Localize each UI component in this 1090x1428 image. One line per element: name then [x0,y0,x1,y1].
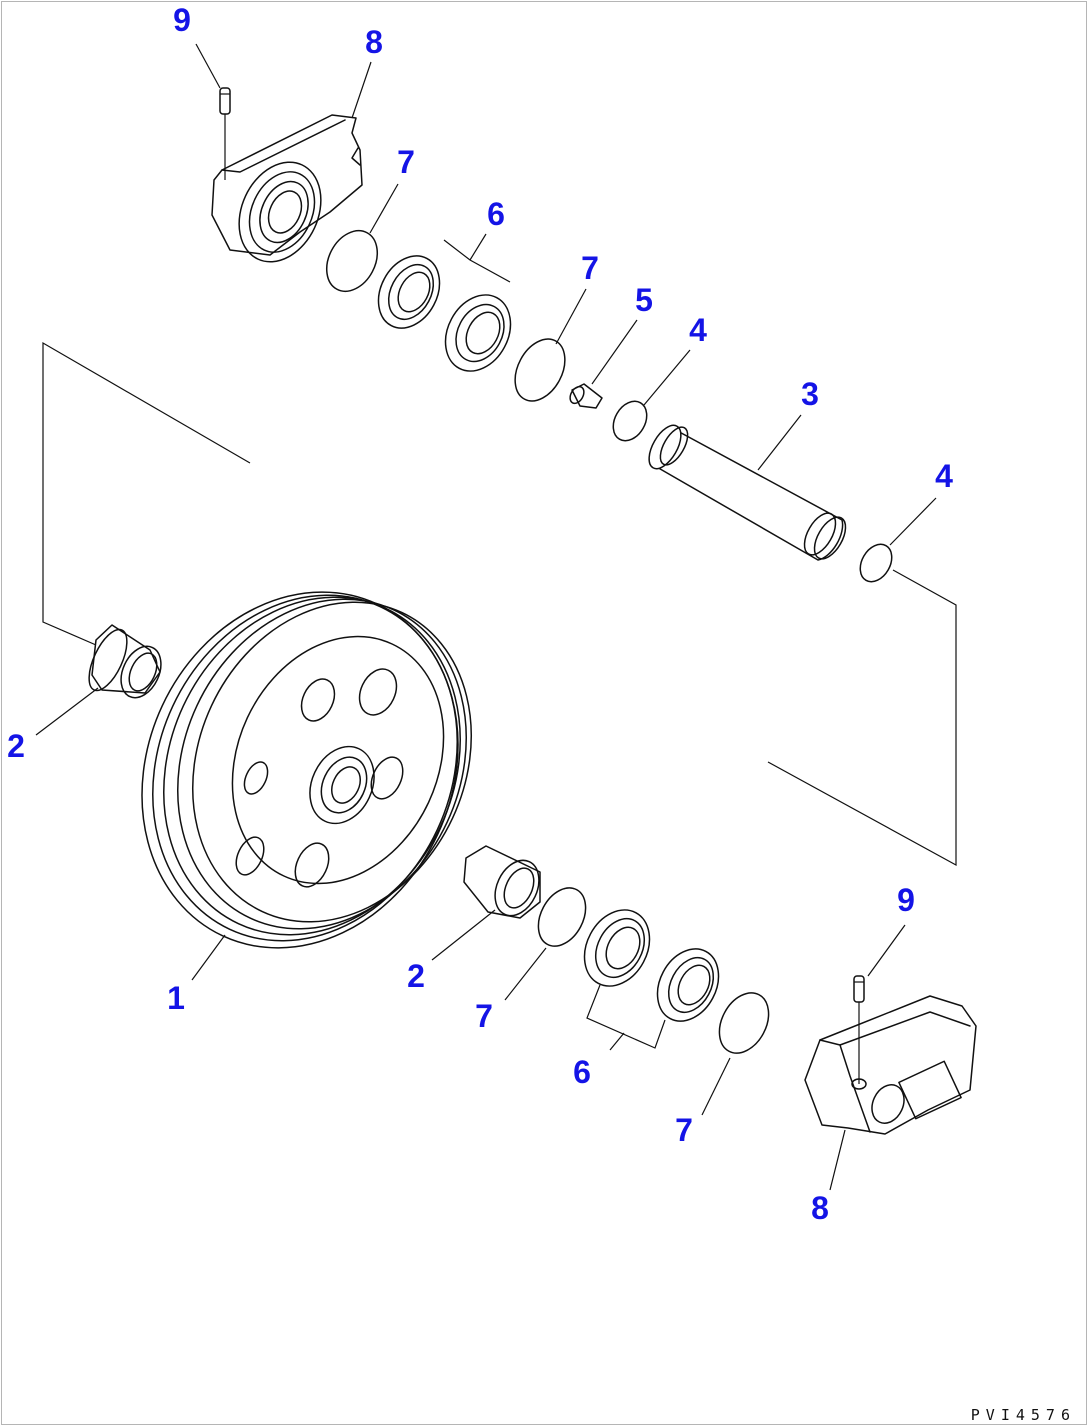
callout-bottom-bracket: 8 [811,1190,829,1226]
callout-top-link-pin: 9 [173,2,191,38]
callout-top-oring-left: 7 [397,144,415,180]
lower-bushing-part [463,845,541,919]
callout-top-bracket: 8 [365,24,383,60]
callout-top-oring-right: 7 [581,250,599,286]
bottom-pin-part [853,975,865,1003]
top-oring-right-part [514,338,566,402]
callout-shaft-oring-left: 4 [689,312,707,348]
shaft-oring-right-part [859,543,893,583]
bottom-bracket-part [804,995,977,1135]
lower-seal-pair-part [583,909,720,1022]
assembly-reference-lines [42,341,957,867]
idler-wheel-part [141,591,473,949]
top-oring-left-part [325,230,379,292]
callout-lower-seal-pair: 6 [573,1054,591,1090]
callout-bottom-link-pin: 9 [897,882,915,918]
top-seal-pair-part [377,255,512,372]
lower-oring-right-part [718,992,770,1054]
callout-lower-oring-right: 7 [675,1112,693,1148]
callout-lower-bushing: 2 [407,958,425,994]
lower-oring-left-part [537,887,587,947]
top-bracket-part [211,93,363,263]
leader-lines [35,43,937,1191]
shaft-part [648,424,847,561]
callout-plug: 5 [635,282,653,318]
callout-idler-wheel: 1 [167,980,185,1016]
shaft-oring-left-part [612,400,648,442]
drawing-code-label: PVI4576 [970,1406,1076,1424]
callout-shaft-oring-right: 4 [935,458,953,494]
top-pin-part [219,87,231,115]
callout-lower-oring-left: 7 [475,998,493,1034]
callout-top-seal-pair: 6 [487,196,505,232]
callout-left-bushing: 2 [7,728,25,764]
plug-part [569,383,603,409]
callout-shaft: 3 [801,376,819,412]
left-bushing-part [88,624,162,699]
